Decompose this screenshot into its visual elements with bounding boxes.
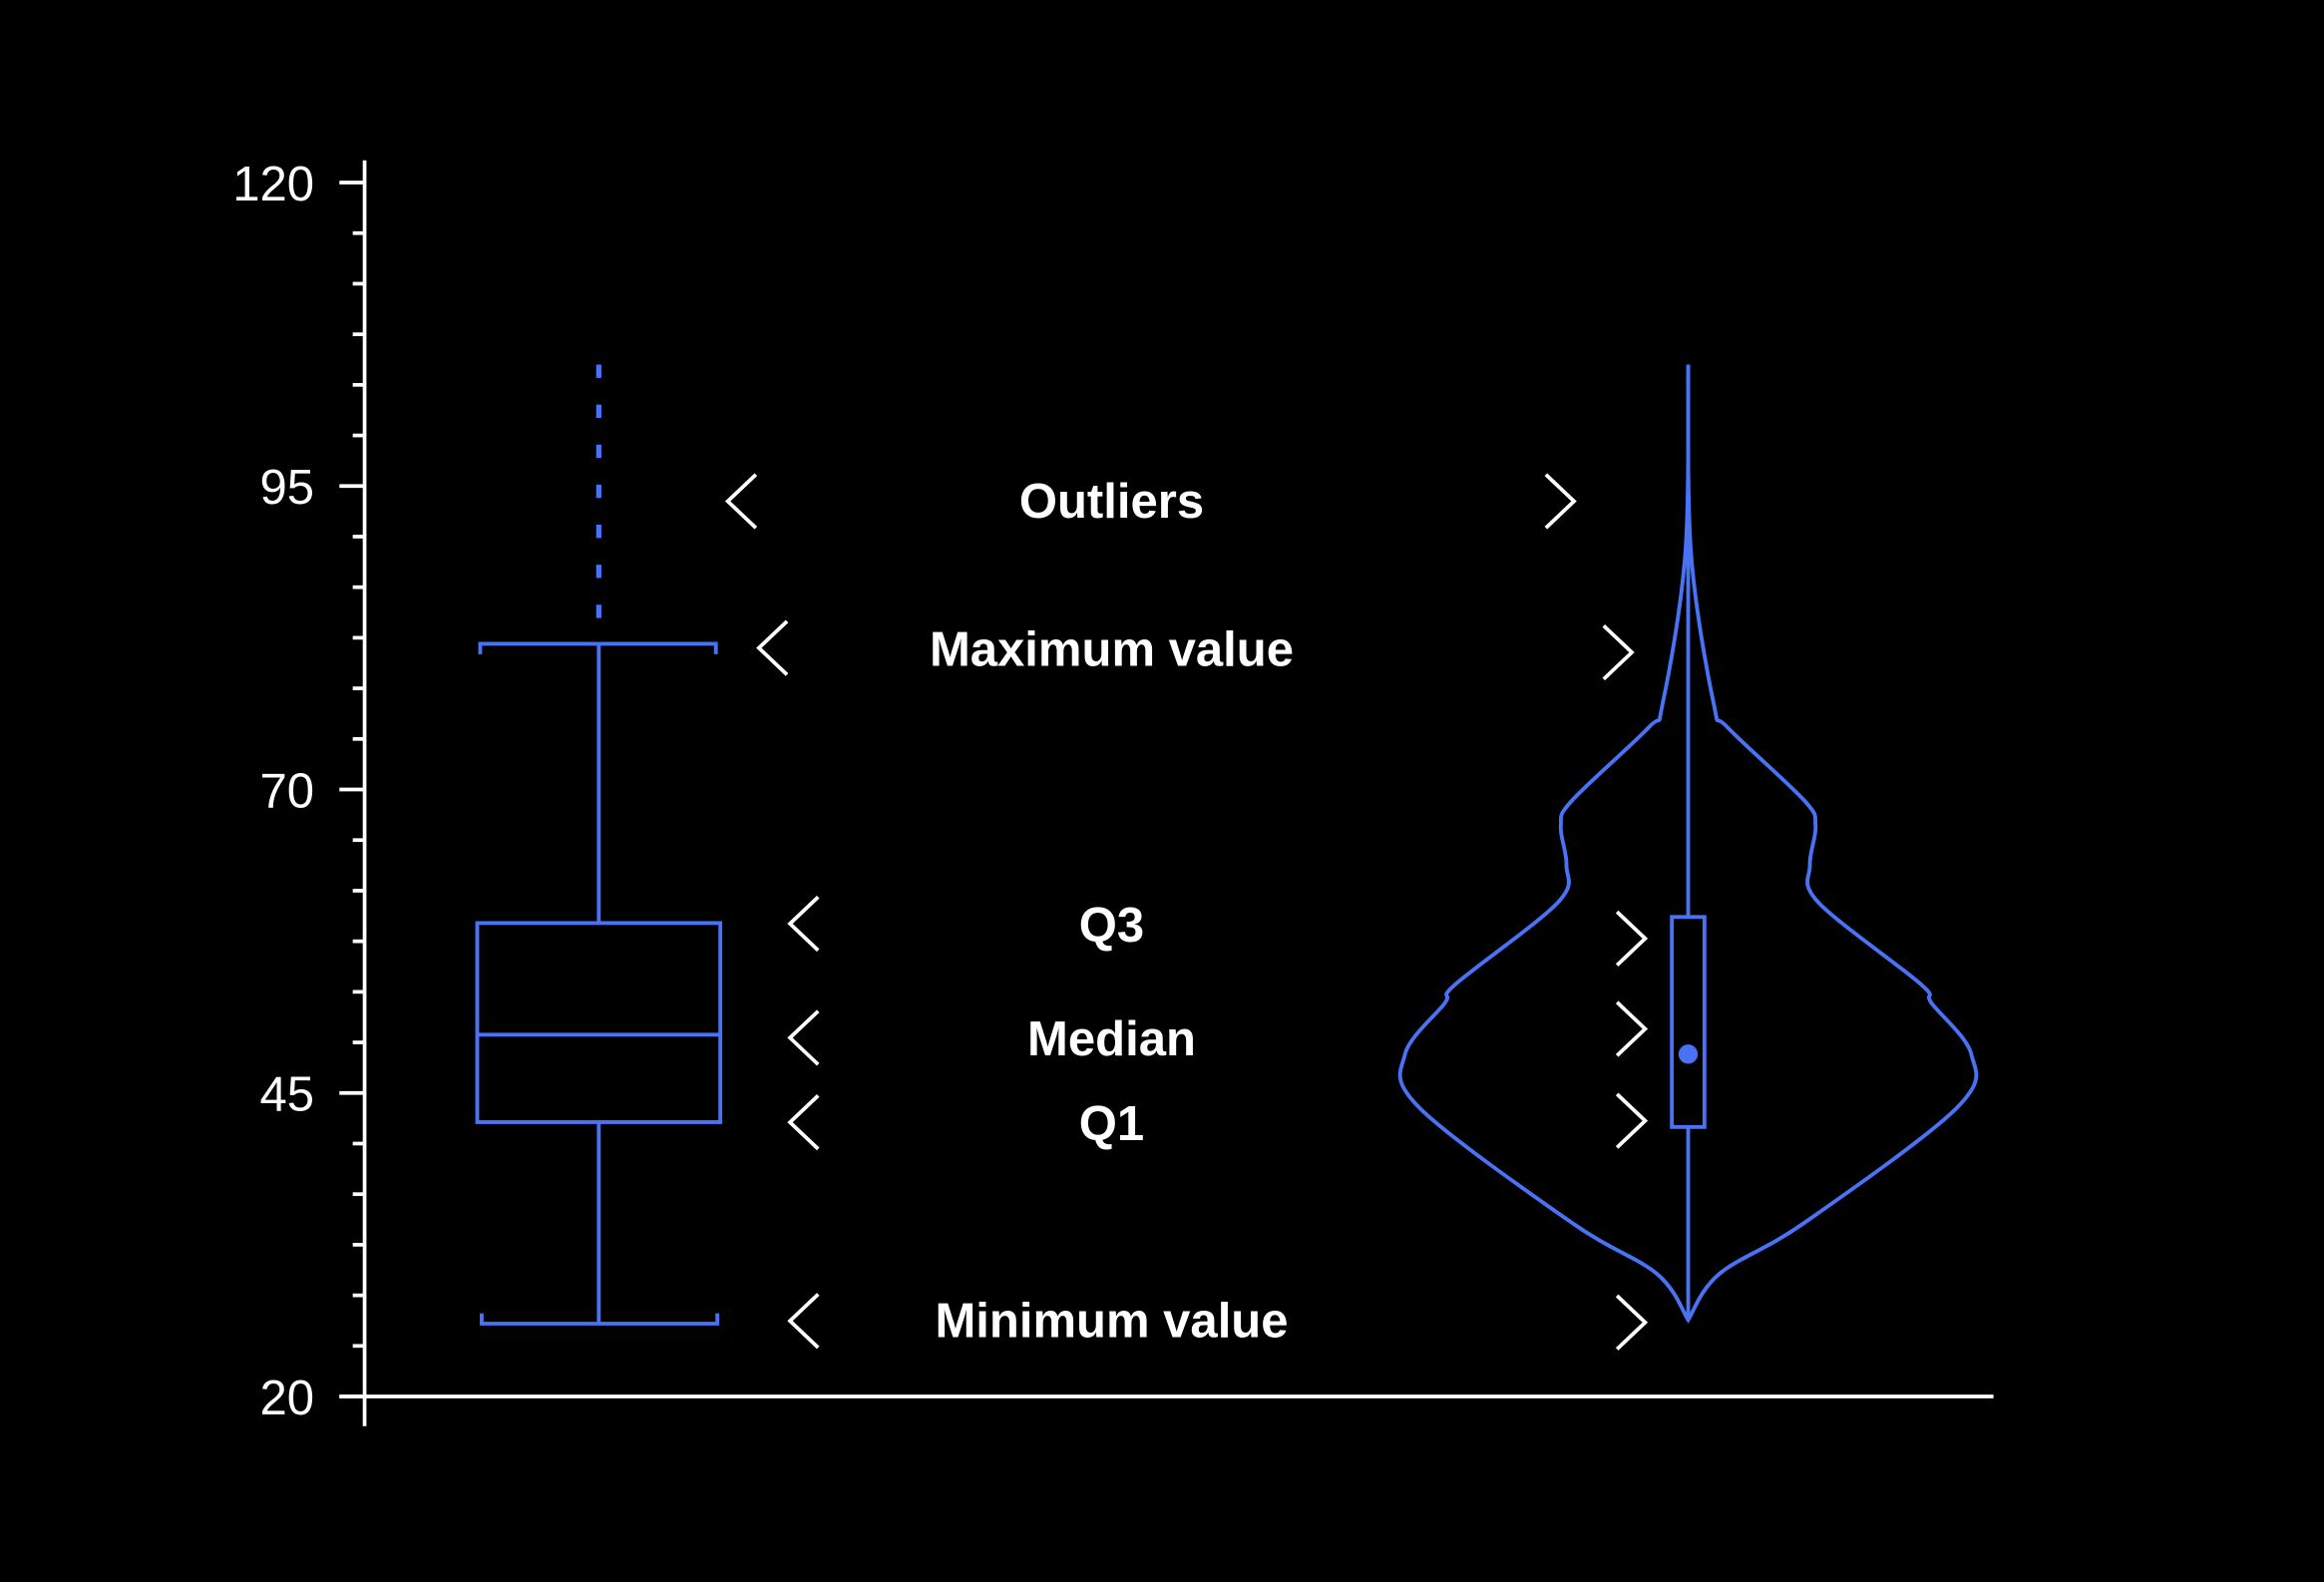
chevron-left-icon-q3: [787, 895, 820, 953]
y-tick-label: 45: [259, 1068, 314, 1122]
label-minimum-value: Minimum value: [935, 1295, 1288, 1349]
chevron-right-icon-min: [1615, 1294, 1649, 1351]
y-tick-label: 95: [259, 461, 314, 515]
box-plot: [475, 364, 723, 1326]
chevron-right-icon-q1: [1615, 1092, 1649, 1149]
label-maximum-value: Maximum value: [930, 622, 1294, 676]
min-cap: [480, 1313, 720, 1326]
chevron-left-icon-outliers: [724, 473, 758, 530]
label-outliers: Outliers: [1019, 475, 1204, 529]
violin-median-dot: [1678, 1044, 1699, 1064]
label-median: Median: [1027, 1012, 1196, 1066]
violin-iqr-box: [1670, 915, 1707, 1129]
label-q3: Q3: [1079, 899, 1144, 953]
chevron-left-icon-q1: [787, 1094, 820, 1151]
y-axis-ticks: 20 45 70 95 120: [232, 158, 365, 1425]
chevron-right-icon-q3: [1615, 910, 1649, 967]
chevron-right-icon-median: [1615, 1000, 1649, 1057]
violin-plot: [1397, 364, 1979, 1324]
y-tick-label: 70: [259, 764, 314, 818]
y-tick-label: 120: [232, 158, 314, 211]
iqr-box: [475, 921, 723, 1124]
chevron-right-icon-outliers: [1544, 473, 1577, 530]
chevron-left-icon-min: [787, 1293, 820, 1350]
annotations: Outliers Maximum value Q3 Median Q1 Mini…: [724, 473, 1649, 1351]
y-tick-label: 20: [259, 1372, 314, 1425]
max-cap: [478, 641, 718, 654]
chevron-left-icon-median: [787, 1009, 820, 1066]
chevron-right-icon-max: [1602, 623, 1635, 681]
label-q1: Q1: [1079, 1097, 1144, 1151]
chevron-left-icon-max: [756, 619, 789, 676]
